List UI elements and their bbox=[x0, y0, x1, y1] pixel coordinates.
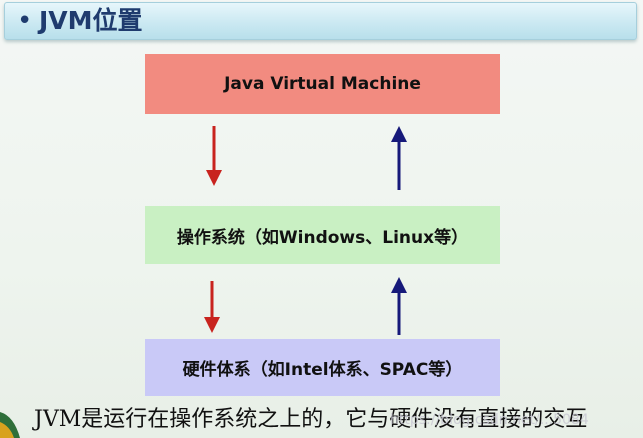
title-bullet: • bbox=[17, 6, 33, 36]
corner-decoration bbox=[0, 412, 20, 438]
caption-text: JVM是运行在操作系统之上的，它与硬件没有直接的交互 bbox=[34, 407, 588, 432]
page-title: JVM位置 bbox=[39, 6, 143, 35]
arrow-up-icon bbox=[391, 277, 407, 335]
os-layer-box: 操作系统（如Windows、Linux等） bbox=[145, 206, 500, 264]
hardware-layer-box: 硬件体系（如Intel体系、SPAC等） bbox=[145, 339, 500, 396]
title-bar: • JVM位置 bbox=[4, 2, 637, 40]
watermark: https://blog.csdn.net/...5084 bbox=[390, 412, 589, 428]
arrow-down-icon bbox=[206, 126, 222, 186]
arrow-down-icon bbox=[204, 281, 220, 333]
jvm-layer-box: Java Virtual Machine bbox=[145, 54, 500, 114]
arrow-up-icon bbox=[391, 126, 407, 190]
